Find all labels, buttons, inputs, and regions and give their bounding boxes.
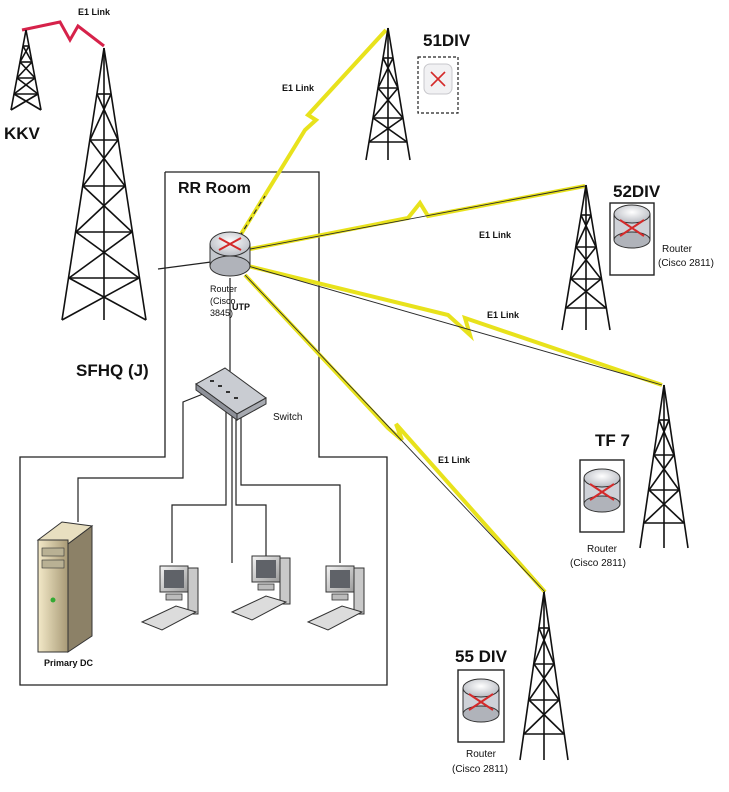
router-55div-label-line1: Router bbox=[466, 749, 497, 760]
e1-link-label-tf7: E1 Link bbox=[487, 310, 520, 320]
router-icon bbox=[209, 231, 251, 277]
workstation-icon bbox=[306, 565, 365, 631]
router-icon bbox=[609, 202, 655, 276]
primary-dc-label: Primary DC bbox=[44, 658, 94, 668]
router-52div-label-line2: (Cisco 2811) bbox=[658, 258, 714, 269]
sfhq-label: SFHQ (J) bbox=[76, 361, 149, 380]
tower-icon bbox=[10, 29, 42, 111]
utp-label: UTP bbox=[232, 302, 250, 312]
core-router-label-line1: Router bbox=[210, 284, 237, 294]
tf7-label: TF 7 bbox=[595, 431, 630, 450]
e1-link-55div bbox=[243, 273, 547, 594]
tower-icon bbox=[61, 47, 147, 321]
router-icon bbox=[579, 459, 625, 533]
switch-icon bbox=[195, 367, 267, 421]
e1-link-label-55div: E1 Link bbox=[438, 455, 471, 465]
e1-link-tf7 bbox=[247, 264, 663, 387]
router-52div-label-line1: Router bbox=[662, 244, 693, 255]
tower-icon bbox=[561, 184, 611, 331]
tower-icon bbox=[519, 591, 569, 761]
e1-link-51div bbox=[228, 28, 388, 254]
e1-links bbox=[21, 20, 663, 594]
e1-link-label-kkv: E1 Link bbox=[78, 7, 111, 17]
e1-link-kkv bbox=[21, 20, 105, 48]
wired-links bbox=[77, 261, 341, 563]
rr-room-outline bbox=[19, 171, 388, 686]
div51-label: 51DIV bbox=[423, 31, 471, 50]
core-router-label-line2: (Cisco bbox=[210, 296, 236, 306]
router-55div-label-line2: (Cisco 2811) bbox=[452, 764, 508, 775]
router-tf7-label-line1: Router bbox=[587, 544, 618, 555]
kkv-label: KKV bbox=[4, 124, 41, 143]
tower-icon bbox=[365, 27, 411, 161]
div52-label: 52DIV bbox=[613, 182, 661, 201]
e1-link-label-51div: E1 Link bbox=[282, 83, 315, 93]
router-icon bbox=[417, 56, 459, 114]
rr-room-label: RR Room bbox=[178, 180, 251, 197]
server-icon bbox=[36, 521, 94, 653]
router-icon bbox=[457, 669, 505, 743]
core-router-label-line3: 3845) bbox=[210, 308, 233, 318]
switch-label: Switch bbox=[273, 412, 302, 423]
router-tf7-label-line2: (Cisco 2811) bbox=[570, 558, 626, 569]
workstation-icon bbox=[230, 555, 291, 621]
div55-label: 55 DIV bbox=[455, 647, 508, 666]
workstation-icon bbox=[140, 565, 199, 631]
tower-icon bbox=[639, 384, 689, 549]
e1-link-label-52div: E1 Link bbox=[479, 230, 512, 240]
